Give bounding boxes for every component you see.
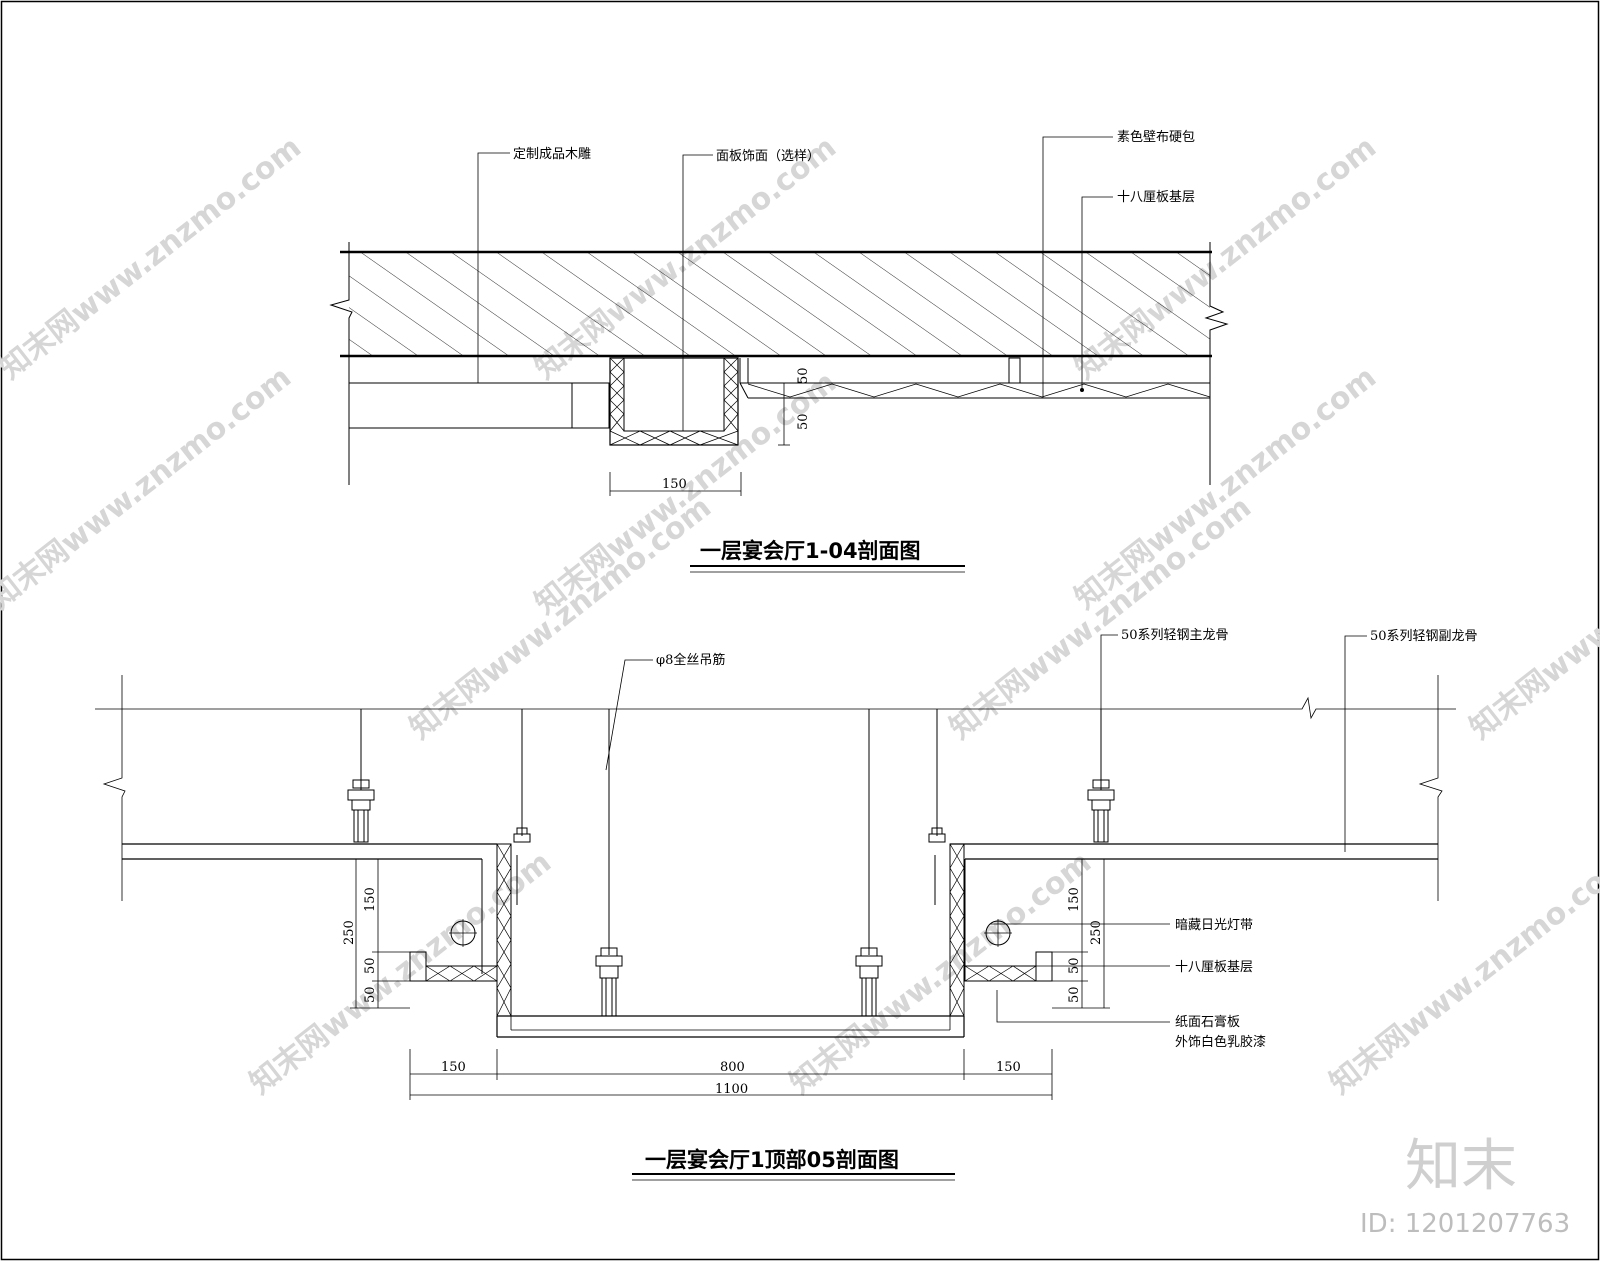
dim-b-right-50b: 50	[1067, 986, 1082, 1003]
label-sub-keel: 50系列轻钢副龙骨	[1370, 629, 1478, 644]
label-gypsum: 纸面石膏板	[1175, 1014, 1240, 1030]
break-line-left	[329, 242, 353, 485]
label-panel-finish: 面板饰面（选样）	[716, 149, 820, 164]
label-custom-wood-carving: 定制成品木雕	[513, 147, 591, 162]
watermark-logo: 知末	[1405, 1134, 1517, 1199]
watermark-text: 知末网www.znzmo.com	[1463, 490, 1600, 747]
box-x-pattern	[609, 357, 739, 446]
dim-b-right-150: 150	[1067, 887, 1082, 912]
dim-b-left-50a: 50	[363, 957, 378, 974]
dim-b-right-250: 250	[1089, 920, 1104, 945]
dim-a-150: 150	[662, 477, 687, 492]
slab-line	[95, 696, 1456, 720]
dim-b-bottom-150-left: 150	[441, 1060, 466, 1075]
hanger-clip-left-main	[347, 779, 375, 843]
watermark-text: 知末网www.znzmo.com	[528, 365, 843, 622]
label-led-strip: 暗藏日光灯带	[1175, 918, 1253, 933]
label-main-keel: 50系列轻钢主龙骨	[1121, 628, 1229, 643]
dim-a-50-top: 50	[796, 367, 811, 384]
board-zigzag	[747, 383, 1211, 398]
dim-b-left-250: 250	[342, 920, 357, 945]
break-line-right	[1204, 242, 1229, 485]
dim-b-left-150: 150	[363, 887, 378, 912]
watermark-text: 知末网www.znzmo.com	[0, 360, 298, 617]
hanger-clip-right-main	[1087, 779, 1115, 843]
dim-b-bottom-150-right: 150	[996, 1060, 1021, 1075]
label-board-base-b: 十八厘板基层	[1175, 960, 1253, 975]
dim-b-bottom-800: 800	[720, 1060, 745, 1075]
label-board-base-a: 十八厘板基层	[1117, 190, 1195, 205]
section-b-title: 一层宴会厅1顶部05剖面图	[645, 1148, 899, 1172]
hanger-clip-lower-right	[855, 947, 883, 1017]
label-paint: 外饰白色乳胶漆	[1175, 1034, 1266, 1050]
slab-hatch	[349, 252, 1210, 356]
watermark-id: ID: 1201207763	[1360, 1209, 1570, 1239]
dim-a-50-bottom: 50	[796, 413, 811, 430]
watermark-text: 知末网www.znzmo.com	[403, 490, 718, 747]
hanger-clip-lower-left	[595, 947, 623, 1017]
watermark-text: 知末网www.znzmo.com	[1323, 845, 1600, 1102]
section-a-title: 一层宴会厅1-04剖面图	[700, 539, 921, 563]
watermark-text: 知末网www.znzmo.com	[783, 845, 1098, 1102]
watermark-text: 知末网www.znzmo.com	[0, 130, 308, 387]
section-a	[329, 136, 1229, 573]
label-wall-cloth: 素色壁布硬包	[1117, 129, 1195, 145]
dim-b-left-50b: 50	[363, 986, 378, 1003]
dim-b-bottom-1100: 1100	[715, 1082, 748, 1097]
section-b	[95, 634, 1456, 1181]
dim-b-right-50a: 50	[1067, 957, 1082, 974]
label-rod: φ8全丝吊筋	[656, 652, 725, 668]
